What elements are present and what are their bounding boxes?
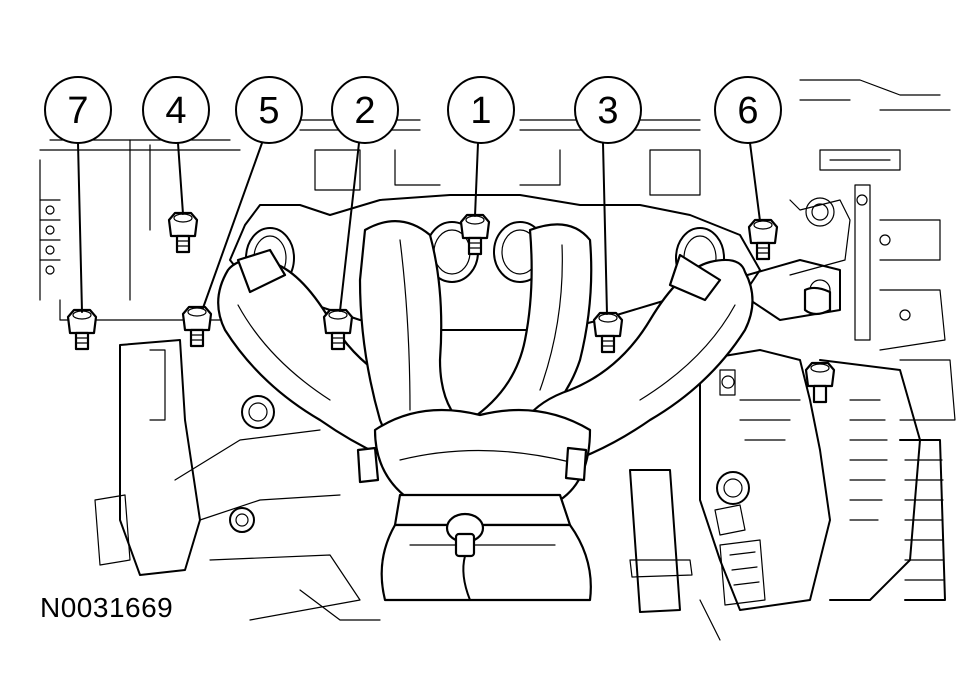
bolt-2 bbox=[322, 308, 354, 351]
leader-lines bbox=[77, 142, 761, 315]
callout-3: 3 bbox=[574, 76, 642, 144]
callout-5-label: 5 bbox=[258, 90, 279, 132]
callout-3-label: 3 bbox=[597, 90, 618, 132]
callout-2-label: 2 bbox=[354, 90, 375, 132]
callout-7-label: 7 bbox=[67, 90, 88, 132]
bolt-5 bbox=[181, 305, 213, 348]
bolt-alternator bbox=[804, 361, 836, 404]
callout-6-label: 6 bbox=[737, 90, 758, 132]
bolt-4 bbox=[167, 211, 199, 254]
callout-5: 5 bbox=[235, 76, 303, 144]
bolt-6 bbox=[747, 218, 779, 261]
exhaust-manifold bbox=[217, 194, 761, 602]
callout-7: 7 bbox=[44, 76, 112, 144]
engine-background bbox=[39, 79, 956, 641]
callout-4: 4 bbox=[142, 76, 210, 144]
callout-1-label: 1 bbox=[470, 90, 491, 132]
callout-1: 1 bbox=[447, 76, 515, 144]
callouts: 7 4 5 2 1 3 6 bbox=[44, 76, 782, 144]
callout-6: 6 bbox=[714, 76, 782, 144]
bolt-7 bbox=[66, 308, 98, 351]
bolt-3 bbox=[592, 311, 624, 354]
bolt-1 bbox=[459, 213, 491, 256]
callout-4-label: 4 bbox=[165, 90, 186, 132]
figure-reference-code: N0031669 bbox=[40, 592, 174, 623]
callout-2: 2 bbox=[331, 76, 399, 144]
